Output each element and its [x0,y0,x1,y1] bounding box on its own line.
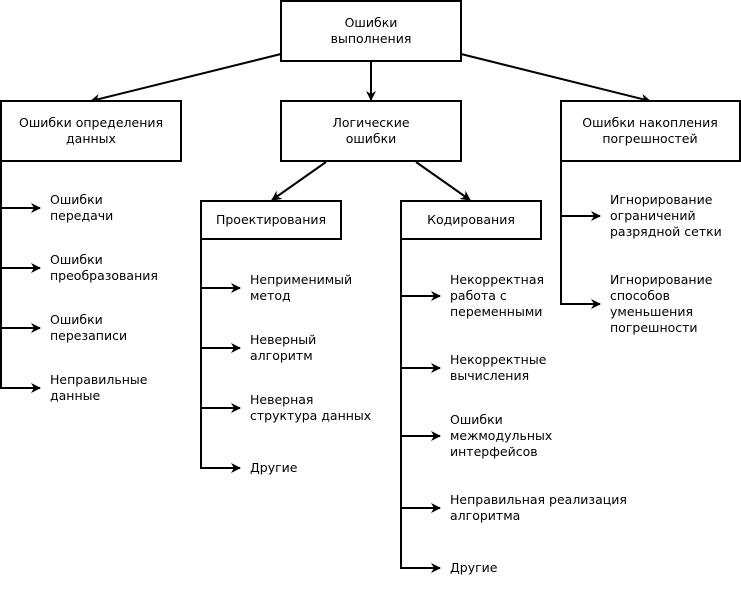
leaf-item-text: данные [50,388,101,403]
leaf-item-text: Неверный [250,332,316,347]
subcategory-design: Проектирования [200,200,342,240]
category-label-line-2: ошибки [346,131,397,146]
leaf-item-text: Неприменимый [250,272,352,287]
category-box-accumulation-errors [560,100,741,162]
leaf-item-text: Другие [250,460,298,475]
category-label-line-2: данных [66,131,116,146]
leaf-item-text: алгоритма [450,508,520,523]
edge-root-to-accumulation-errors [460,53,651,104]
category-accumulation-errors: Ошибки накопления погрешностей [560,100,741,162]
leaf-group-accumulation: Игнорирование ограничений разрядной сетк… [610,192,722,335]
root-label-line-1: Ошибки [345,15,398,30]
leaf-item-text: Некорректная [450,272,544,287]
edge-logic-to-design [271,161,327,201]
category-box-logic-errors [280,100,462,162]
leaf-item-text: работа с [450,288,507,303]
subcategory-label: Проектирования [216,212,326,227]
leaf-item-text: Игнорирование [610,272,713,287]
leaf-item-text: перезаписи [50,328,127,343]
leaf-item-text: переменными [450,304,542,319]
root-node: Ошибки выполнения [280,0,462,62]
subcategory-coding: Кодирования [400,200,542,240]
category-logic-errors: Логические ошибки [280,100,462,162]
category-label-line-2: погрешностей [602,131,697,146]
leaf-item-text: алгоритм [250,348,313,363]
leaf-item-text: Игнорирование [610,192,713,207]
subcategory-label: Кодирования [427,212,515,227]
leaf-item-text: метод [250,288,291,303]
edge-root-to-data-errors [90,53,282,104]
category-label-line-1: Ошибки накопления [582,115,717,130]
leaf-item-text: преобразования [50,268,158,283]
leaf-group-coding: Некорректная работа с переменными Некорр… [450,272,627,575]
leaf-item-text: Ошибки [450,412,503,427]
subcategory-box-coding [400,200,542,240]
leaf-item-text: интерфейсов [450,444,538,459]
leaf-item-text: Неправильные [50,372,148,387]
leaf-item-text: Неправильная реализация [450,492,627,507]
root-label-line-2: выполнения [331,31,412,46]
leaf-item-text: разрядной сетки [610,224,722,239]
category-data-errors: Ошибки определения данных [0,100,182,162]
leaf-item-text: погрешности [610,320,698,335]
leaf-group-data-errors: Ошибки передачи Ошибки преобразования Ош… [50,192,158,403]
leaf-item-text: уменьшения [610,304,693,319]
category-box-data-errors [0,100,182,162]
leaf-item-text: Ошибки [50,312,103,327]
leaf-item-text: Неверная [250,392,313,407]
category-label-line-1: Ошибки определения [19,115,163,130]
leaf-group-design: Неприменимый метод Неверный алгоритм Нев… [250,272,371,475]
connectors [0,53,651,573]
edge-logic-to-coding [415,161,471,201]
root-box [280,0,462,62]
category-label-line-1: Логические [332,115,409,130]
subcategory-box-design [200,200,342,240]
leaf-item-text: Некорректные [450,352,547,367]
leaf-item-text: межмодульных [450,428,552,443]
leaf-item-text: Ошибки [50,252,103,267]
leaf-item-text: способов [610,288,670,303]
leaf-item-text: структура данных [250,408,371,423]
leaf-item-text: Другие [450,560,498,575]
leaf-item-text: ограничений [610,208,696,223]
leaf-item-text: передачи [50,208,113,223]
leaf-item-text: Ошибки [50,192,103,207]
leaf-item-text: вычисления [450,368,529,383]
